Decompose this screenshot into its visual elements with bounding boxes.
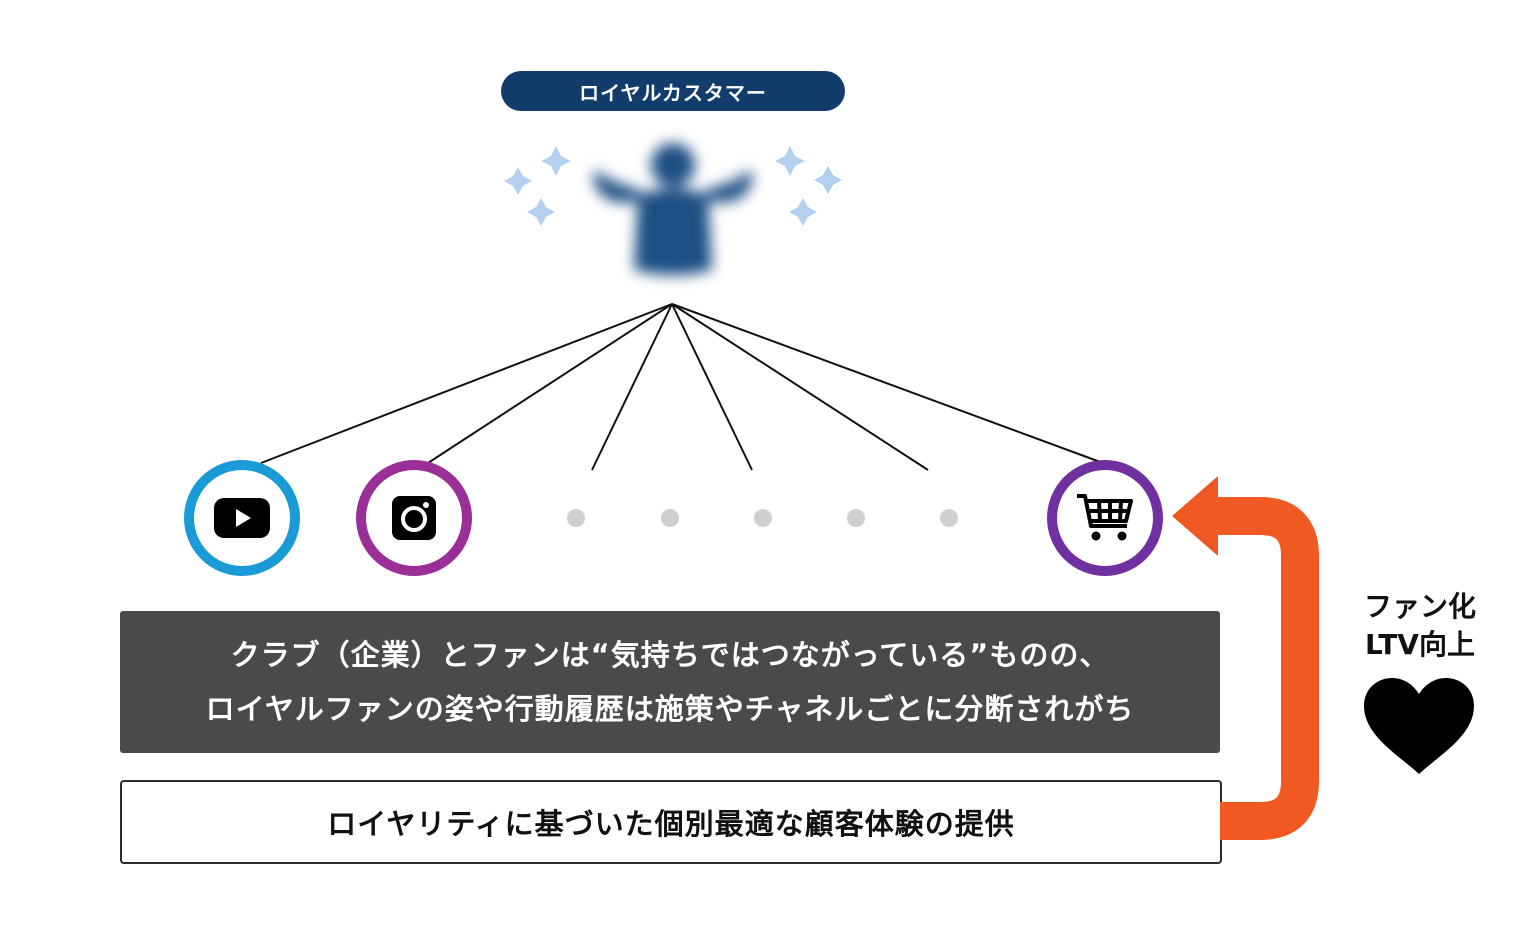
- result-line-1: ファン化: [1363, 590, 1476, 623]
- connector-line: [260, 303, 673, 464]
- play-icon: [214, 498, 270, 538]
- result-label: ファン化 LTV向上: [1330, 588, 1510, 664]
- problem-statement: クラブ（企業）とファンは“気持ちではつながっている”ものの、 ロイヤルファンの姿…: [120, 611, 1220, 753]
- camera-icon: [392, 496, 436, 540]
- youtube-channel: [184, 460, 300, 576]
- problem-line-1: クラブ（企業）とファンは“気持ちではつながっている”ものの、: [230, 638, 1110, 672]
- result-line-2: LTV向上: [1365, 628, 1475, 661]
- ellipsis-dot: [754, 509, 772, 527]
- loyal-customer-text: ロイヤルカスタマー: [579, 80, 767, 105]
- solution-statement: ロイヤリティに基づいた個別最適な顧客体験の提供: [120, 780, 1222, 864]
- ellipsis-dot: [940, 509, 958, 527]
- ec-channel: [1047, 460, 1163, 576]
- connector-line: [427, 303, 673, 464]
- ellipsis-dot: [847, 509, 865, 527]
- problem-line-2: ロイヤルファンの姿や行動履歴は施策やチャネルごとに分断されがち: [205, 692, 1135, 726]
- solution-text: ロイヤリティに基づいた個別最適な顧客体験の提供: [327, 807, 1015, 841]
- person-icon: [593, 143, 753, 275]
- instagram-channel: [356, 460, 472, 576]
- ellipsis-dot: [661, 509, 679, 527]
- connector-line: [671, 303, 929, 471]
- connector-line: [671, 303, 753, 471]
- connector-line: [591, 303, 673, 471]
- loyal-customer-label: ロイヤルカスタマー: [501, 71, 845, 111]
- cart-icon: [1077, 494, 1133, 541]
- heart-icon: [1364, 678, 1474, 774]
- ellipsis-dot: [567, 509, 585, 527]
- loyal-customer-figure: [560, 120, 790, 310]
- connector-line: [671, 303, 1104, 464]
